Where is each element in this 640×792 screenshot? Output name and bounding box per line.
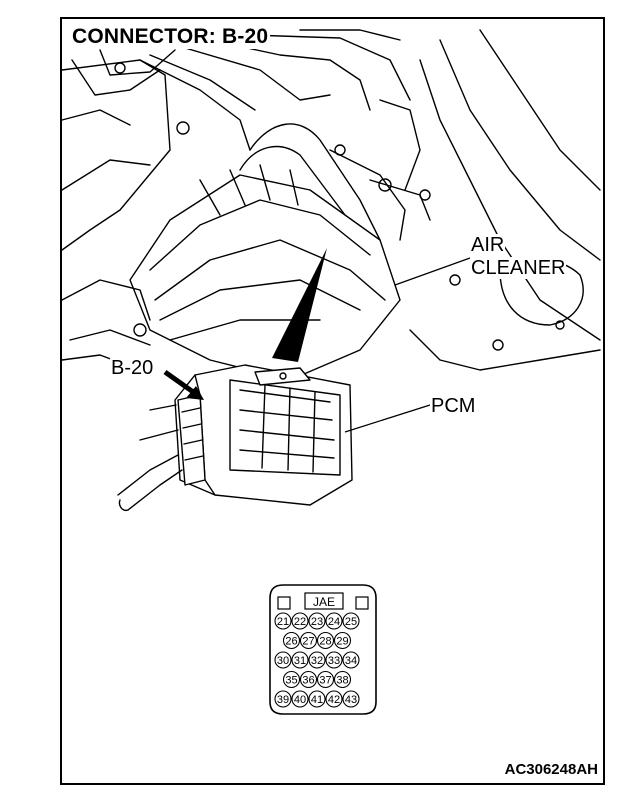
pin-label-41: 41 <box>311 694 323 706</box>
radiator-outline <box>61 59 171 251</box>
pin-label-22: 22 <box>294 616 306 628</box>
pin-label-43: 43 <box>345 694 357 706</box>
pin-21 <box>274 612 292 630</box>
pin-31 <box>291 651 309 669</box>
pin-label-27: 27 <box>302 636 314 648</box>
pin-grid: 21 22 23 24 25 26 27 28 29 30 31 32 33 34 35 36 37 38 39 40… <box>274 612 360 708</box>
figure-code: AC306248AH <box>504 761 598 778</box>
maker-label: JAE <box>313 595 335 609</box>
pin-34 <box>342 651 360 669</box>
pin-label-30: 30 <box>277 655 289 667</box>
pcm-label: PCM <box>430 395 477 417</box>
pin-label-24: 24 <box>328 616 340 628</box>
pin-label-23: 23 <box>311 616 323 628</box>
pin-26 <box>282 631 301 650</box>
air-cleaner-box <box>129 174 401 381</box>
pin-label-31: 31 <box>294 655 306 667</box>
pin-36 <box>299 670 318 689</box>
pin-41 <box>308 690 326 708</box>
pin-42 <box>325 690 343 708</box>
pin-29 <box>333 631 352 650</box>
pin-28 <box>316 631 335 650</box>
pin-label-26: 26 <box>285 636 297 648</box>
pin-30 <box>274 651 292 669</box>
location-pointer <box>272 248 327 362</box>
pin-33 <box>325 651 343 669</box>
intake-duct <box>249 123 381 241</box>
pin-label-34: 34 <box>345 655 357 667</box>
pin-label-37: 37 <box>319 675 331 687</box>
pin-23 <box>308 612 326 630</box>
maker-label-box <box>304 592 344 610</box>
air-cleaner-leader <box>394 257 471 286</box>
pin-label-39: 39 <box>277 694 289 706</box>
connector-face: JAE 21 22 23 24 25 26 27 28 29 30 31 32 33 34 35 36 37 38… <box>269 584 377 715</box>
b20-arrow <box>186 386 204 400</box>
pin-39 <box>274 690 292 708</box>
pin-label-33: 33 <box>328 655 340 667</box>
pin-label-32: 32 <box>311 655 323 667</box>
page-title: CONNECTOR: B-20 <box>70 25 271 49</box>
fender-outline <box>419 59 601 341</box>
air-cleaner-label-line2: CLEANER <box>470 257 567 279</box>
pin-label-28: 28 <box>319 636 331 648</box>
pin-label-29: 29 <box>336 636 348 648</box>
pin-label-38: 38 <box>336 675 348 687</box>
pin-22 <box>291 612 309 630</box>
pin-label-25: 25 <box>345 616 357 628</box>
air-cleaner-label-line1: AIR <box>470 234 506 256</box>
key-right <box>355 596 369 610</box>
pin-label-40: 40 <box>294 694 306 706</box>
key-left <box>277 596 291 610</box>
pin-25 <box>342 612 360 630</box>
pin-label-35: 35 <box>285 675 297 687</box>
pin-32 <box>308 651 326 669</box>
wire-harness <box>117 454 179 496</box>
pin-40 <box>291 690 309 708</box>
hose-outline <box>139 59 251 151</box>
pin-35 <box>282 670 301 689</box>
pin-27 <box>299 631 318 650</box>
connector-label: B-20 <box>110 357 155 379</box>
pin-38 <box>333 670 352 689</box>
pin-label-21: 21 <box>277 616 289 628</box>
pcm-leader <box>344 404 431 433</box>
pin-37 <box>316 670 335 689</box>
pin-label-42: 42 <box>328 694 340 706</box>
pin-label-36: 36 <box>302 675 314 687</box>
pin-43 <box>342 690 360 708</box>
pin-24 <box>325 612 343 630</box>
